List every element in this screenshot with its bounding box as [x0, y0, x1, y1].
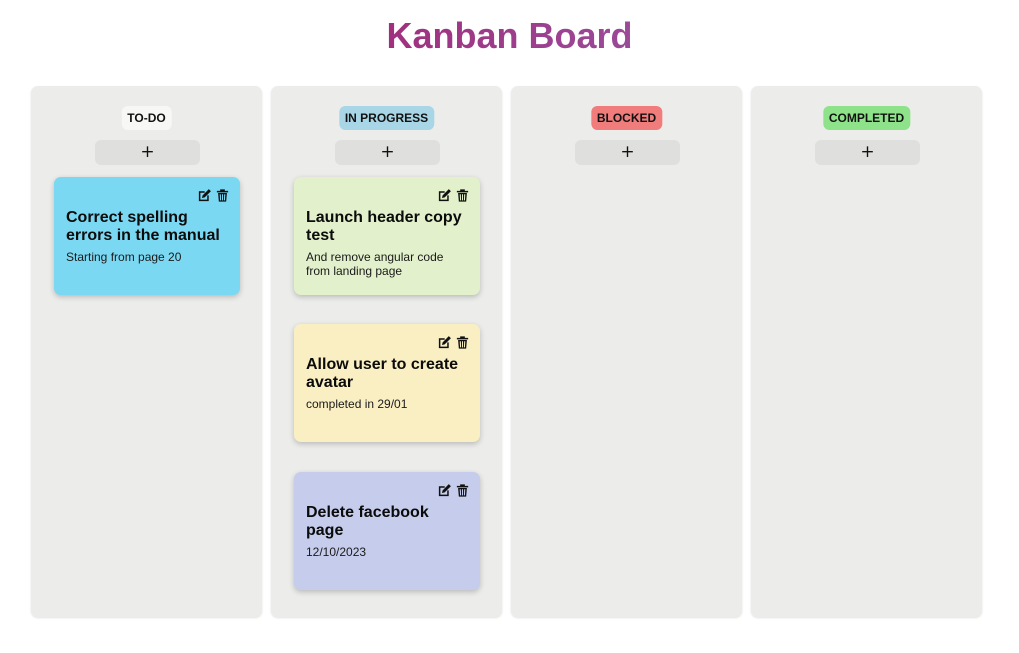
edit-icon[interactable]	[197, 188, 212, 203]
card[interactable]: Launch header copy test And remove angul…	[294, 177, 480, 295]
trash-icon[interactable]	[455, 188, 470, 203]
column-label: COMPLETED	[822, 106, 911, 130]
card-title: Launch header copy test	[306, 209, 462, 244]
add-card-button[interactable]: +	[95, 140, 200, 165]
column-label: BLOCKED	[590, 106, 663, 130]
edit-icon[interactable]	[437, 335, 452, 350]
card-description: 12/10/2023	[306, 545, 367, 559]
column-label: IN PROGRESS	[338, 106, 435, 130]
add-card-button[interactable]: +	[335, 140, 440, 165]
column-label: TO-DO	[121, 106, 172, 130]
edit-icon[interactable]	[437, 188, 452, 203]
column-in-progress: IN PROGRESS + Launch header copy test An…	[271, 86, 502, 617]
column-completed: COMPLETED +	[751, 86, 982, 617]
edit-icon[interactable]	[437, 483, 452, 498]
card-description: Starting from page 20	[66, 250, 182, 264]
card-description: completed in 29/01	[306, 397, 408, 411]
card-title: Delete facebook page	[306, 504, 429, 539]
trash-icon[interactable]	[455, 483, 470, 498]
add-card-button[interactable]: +	[575, 140, 680, 165]
column-todo: TO-DO + Correct spelling errors in the m…	[31, 86, 262, 617]
trash-icon[interactable]	[215, 188, 230, 203]
card-description: And remove angular code from landing pag…	[306, 250, 444, 278]
card-title: Correct spelling errors in the manual	[66, 209, 220, 244]
trash-icon[interactable]	[455, 335, 470, 350]
column-blocked: BLOCKED +	[511, 86, 742, 617]
card[interactable]: Correct spelling errors in the manual St…	[54, 177, 240, 295]
card-title: Allow user to create avatar	[306, 356, 459, 391]
card[interactable]: Allow user to create avatar completed in…	[294, 324, 480, 442]
card[interactable]: Delete facebook page 12/10/2023	[294, 472, 480, 590]
add-card-button[interactable]: +	[815, 140, 920, 165]
page-title: Kanban Board	[386, 15, 633, 56]
